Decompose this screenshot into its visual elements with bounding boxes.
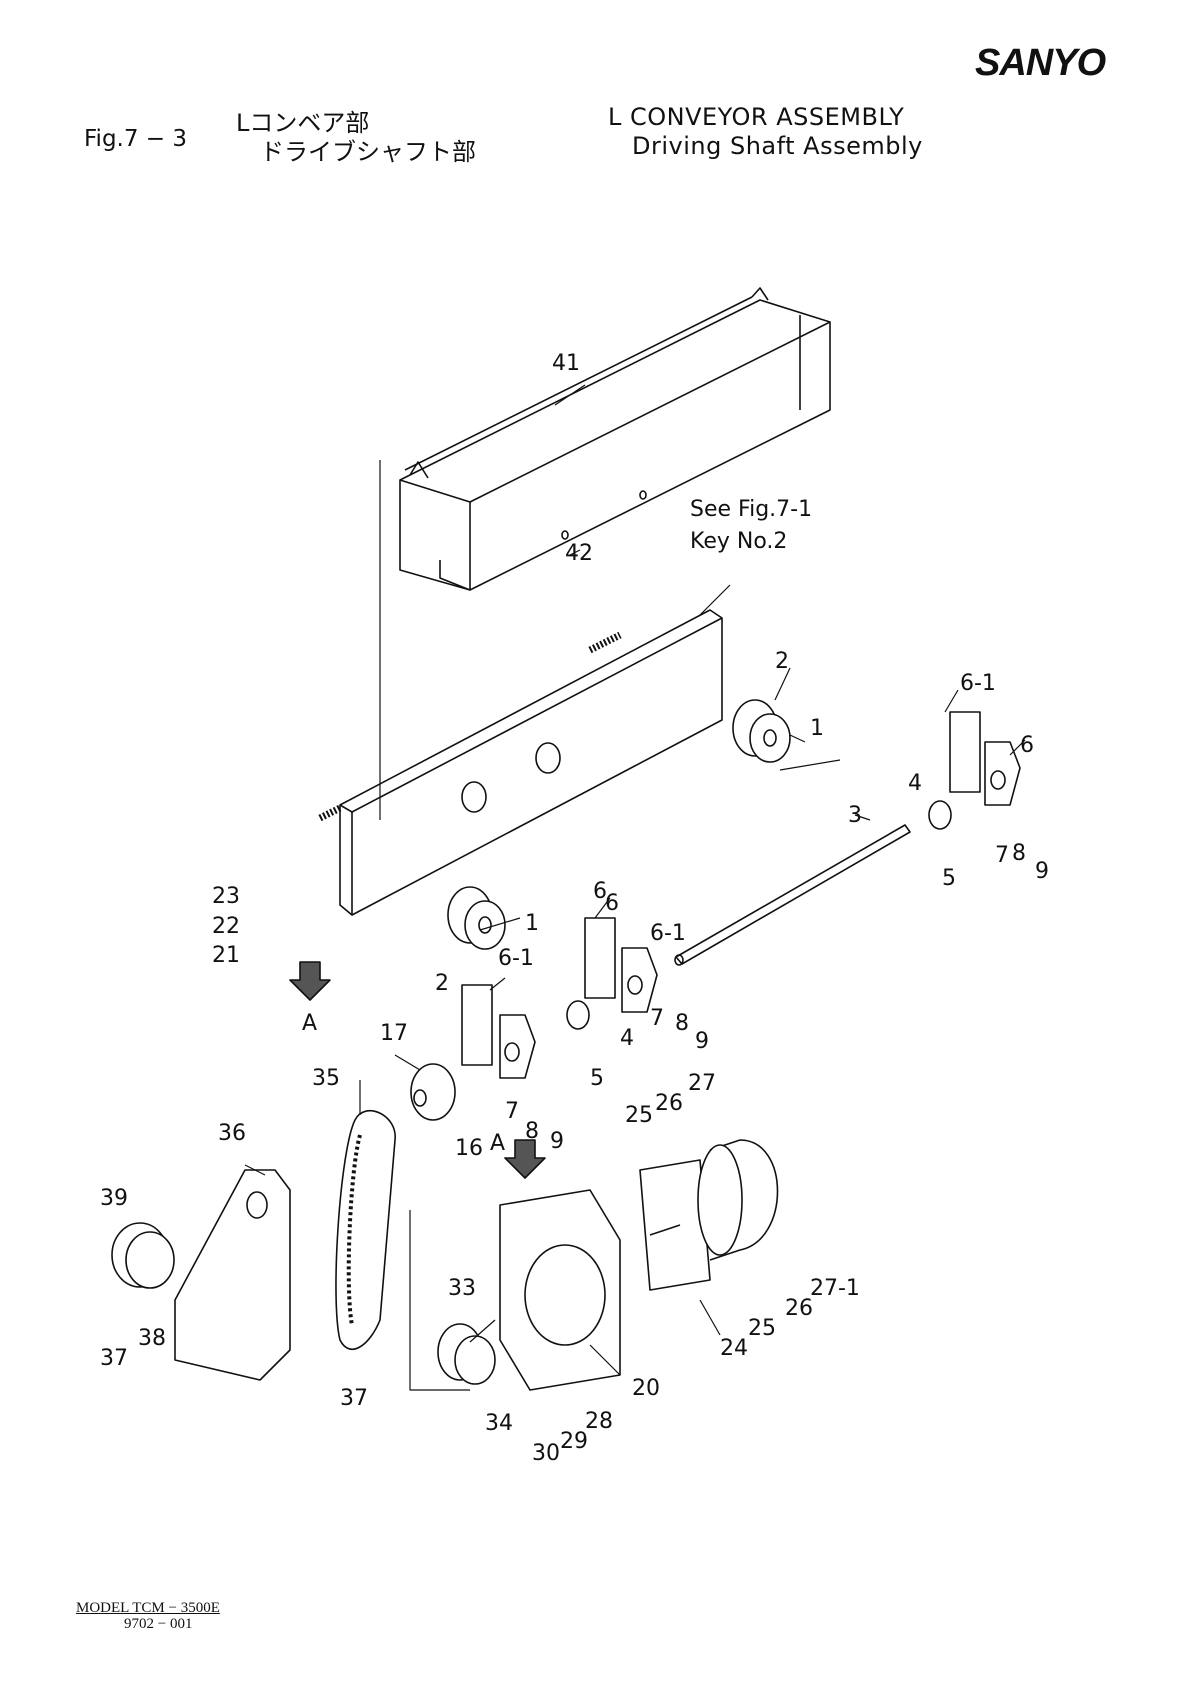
pulley-part-16 [411,1064,455,1120]
callout-25: 25 [625,1103,653,1128]
callout-6: 6 [605,891,619,916]
callout-8: 8 [675,1011,689,1036]
pulley-bracket-part-36 [175,1170,290,1380]
pulley-part-4-upper [929,801,951,829]
timing-belt-part-35 [336,1111,395,1350]
view-marker-a-motor: A [490,1131,505,1156]
callout-41: 41 [552,351,580,376]
callout-27-1: 27-1 [810,1276,860,1301]
reference-note-line2: Key No.2 [690,529,787,554]
callout-33: 33 [448,1276,476,1301]
view-marker-a-left: A [302,1011,317,1036]
callout-29: 29 [560,1429,588,1454]
gear-part-1-upper [733,700,790,762]
callout-6-1: 6-1 [498,946,534,971]
callout-38: 38 [138,1326,166,1351]
bearing-unit-middle [585,918,657,1012]
callout-4: 4 [620,1026,634,1051]
callout-8: 8 [1012,841,1026,866]
callout-42: 42 [565,541,593,566]
reference-note-line1: See Fig.7-1 [690,497,812,522]
callout-22: 22 [212,914,240,939]
callout-27: 27 [688,1071,716,1096]
bearing-unit-lower-left [462,985,535,1078]
motor-part-24 [640,1140,778,1290]
document-code: 9702 − 001 [124,1616,192,1633]
callout-25: 25 [748,1316,776,1341]
model-number: MODEL TCM − 3500E [76,1600,220,1617]
pulley-part-4-lower [567,1001,589,1029]
callout-36: 36 [218,1121,246,1146]
callout-7: 7 [650,1006,664,1031]
callout-6-1: 6-1 [960,671,996,696]
callout-37: 37 [100,1346,128,1371]
pulley-part-38 [112,1223,174,1288]
pulley-part-33 [438,1324,495,1384]
callout-2: 2 [435,971,449,996]
gear-part-1-lower [448,887,505,949]
callout-37: 37 [340,1386,368,1411]
callout-34: 34 [485,1411,513,1436]
callout-5: 5 [590,1066,604,1091]
callout-26: 26 [785,1296,813,1321]
callout-6: 6 [1020,733,1034,758]
callout-30: 30 [532,1441,560,1466]
view-arrow-a-motor [505,1140,545,1178]
callout-39: 39 [100,1186,128,1211]
callout-20: 20 [632,1376,660,1401]
callout-35: 35 [312,1066,340,1091]
callout-1: 1 [525,911,539,936]
callout-1: 1 [810,716,824,741]
callout-5: 5 [942,866,956,891]
callout-24: 24 [720,1336,748,1361]
motor-mount-plate-part-20 [500,1190,620,1390]
callout-8: 8 [525,1119,539,1144]
callout-9: 9 [550,1129,564,1154]
callout-16: 16 [455,1136,483,1161]
callout-21: 21 [212,943,240,968]
callout-2: 2 [775,649,789,674]
callout-23: 23 [212,884,240,909]
callout-7: 7 [505,1099,519,1124]
callout-9: 9 [1035,859,1049,884]
callout-6-1: 6-1 [650,921,686,946]
callout-28: 28 [585,1409,613,1434]
callout-26: 26 [655,1091,683,1116]
callout-17: 17 [380,1021,408,1046]
callout-7: 7 [995,843,1009,868]
bearing-unit-upper-right [950,712,1020,805]
callout-4: 4 [908,771,922,796]
callout-9: 9 [695,1029,709,1054]
view-arrow-a-left [290,962,330,1000]
callout-3: 3 [848,803,862,828]
drive-shaft-part-3 [675,825,910,965]
